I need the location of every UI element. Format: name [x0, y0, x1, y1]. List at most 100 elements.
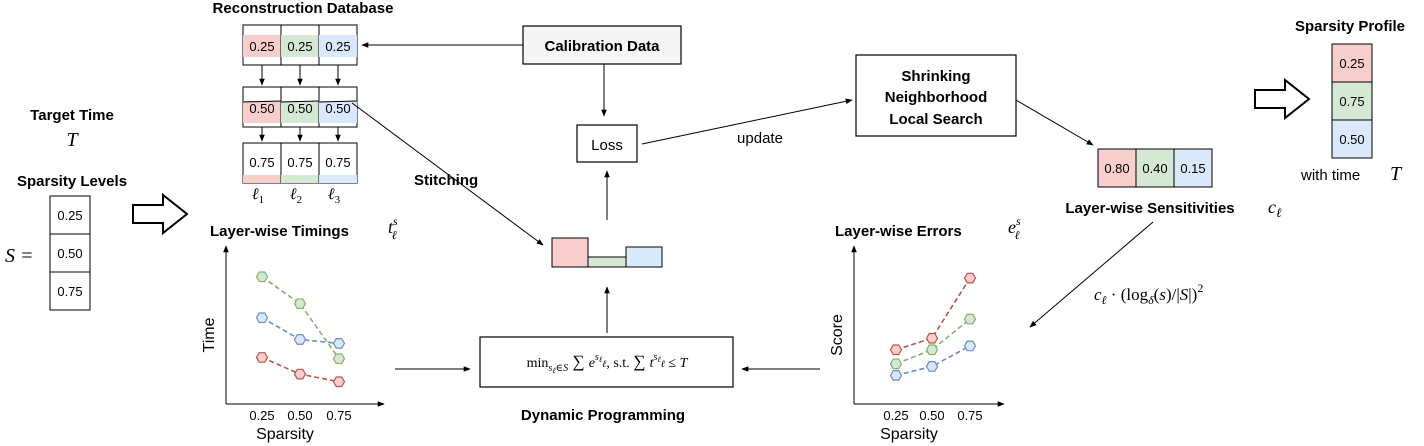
- db-cell-value: 0.50: [287, 101, 312, 116]
- stitched-block-green: [587, 256, 627, 268]
- stack-cell: [1331, 43, 1373, 83]
- db-cell-fill: [243, 101, 281, 123]
- layer-sensitivities-title: Layer-wise Sensitivities: [1065, 200, 1234, 217]
- loss-label: Loss: [591, 137, 623, 154]
- sparsity-profile-title: Sparsity Profile: [1295, 18, 1405, 35]
- x-tick-label: 0.75: [326, 408, 351, 423]
- series-point: [293, 368, 307, 380]
- stack-cell-value: 0.40: [1142, 161, 1167, 176]
- stack-cell-value: 0.80: [1104, 161, 1129, 176]
- db-cell-fill: [243, 175, 281, 183]
- db-cell-value: 0.25: [287, 39, 312, 54]
- series-point: [293, 334, 307, 345]
- db-strike-line: [280, 100, 320, 103]
- sparsity-set-symbol: S =: [5, 245, 34, 267]
- series-point: [925, 332, 939, 344]
- db-cell-value: 0.75: [287, 155, 312, 170]
- series-point: [889, 369, 903, 381]
- db-cell-value: 0.50: [325, 101, 350, 116]
- db-cell-value: 0.75: [325, 155, 350, 170]
- calibration-data-box: [522, 25, 682, 65]
- search-to-sensitivities-arrow: [1015, 99, 1094, 146]
- series-point: [255, 312, 269, 324]
- x-axis-label: Sparsity: [256, 426, 314, 443]
- y-axis-label: Score: [829, 314, 846, 356]
- db-strike-line: [318, 100, 358, 103]
- layer-timings-title: Layer-wise Timings: [210, 223, 349, 240]
- series-point: [255, 352, 269, 363]
- series-line: [895, 345, 971, 377]
- db-cell-value: 0.25: [325, 39, 350, 54]
- levels-input-arrow: [132, 192, 189, 236]
- sensitivity-cells: 0.80 0.40 0.15: [1097, 148, 1213, 188]
- update-arrow: [641, 98, 853, 145]
- stack-cell-value: 0.15: [1180, 161, 1205, 176]
- profile-target-time-symbol: T: [1390, 163, 1403, 185]
- reconstruction-db-grid: 0.25 0.25 0.25 0.50 0.50 0.50 0.75 0.75 0.75: [242, 24, 358, 184]
- target-time-symbol: T: [66, 129, 79, 151]
- dp-box: [479, 336, 734, 388]
- series-point: [925, 361, 939, 372]
- series-point: [332, 376, 346, 388]
- series-point: [332, 337, 346, 349]
- stack-cell: [1173, 148, 1213, 188]
- local-search-box: [855, 54, 1017, 137]
- series-point: [889, 344, 903, 356]
- local-search-line-3: Local Search: [889, 111, 982, 128]
- local-search-line-1: Shrinking: [901, 68, 970, 85]
- stack-cell: [49, 271, 91, 311]
- x-tick-label: 0.75: [957, 408, 982, 423]
- sparsity-levels-cells: 0.25 0.50 0.75: [49, 195, 91, 311]
- db-cell-fill: [281, 175, 319, 183]
- series-point: [963, 313, 977, 325]
- db-cell-fill: [281, 35, 319, 57]
- series-line: [261, 276, 340, 360]
- update-label: update: [737, 130, 783, 147]
- stack-cell-value: 0.25: [57, 208, 82, 223]
- db-strike-line: [242, 100, 282, 103]
- x-tick-label: 0.25: [883, 408, 908, 423]
- layer-label: ℓ3: [328, 186, 341, 206]
- db-cell-value: 0.50: [249, 101, 274, 116]
- layer-errors-title: Layer-wise Errors: [835, 223, 962, 240]
- db-cell-fill: [319, 101, 357, 123]
- dp-formula: minsℓ∈S ∑ esℓℓ, s.t. ∑ tsℓℓ ≤ T: [527, 352, 689, 375]
- local-search-line-2: Neighborhood: [885, 89, 987, 106]
- db-cell-fill: [319, 175, 357, 183]
- series-line: [895, 318, 971, 365]
- series-line: [895, 277, 971, 351]
- x-tick-label: 0.50: [919, 408, 944, 423]
- sensitivity-symbol: cℓ: [1268, 197, 1282, 220]
- layer-label: ℓ2: [290, 186, 302, 206]
- db-cell-value: 0.75: [249, 155, 274, 170]
- series-point: [925, 344, 939, 356]
- sensitivities-to-errors-arrow: [1029, 221, 1154, 328]
- series-point: [889, 358, 903, 370]
- stack-cell-value: 0.75: [57, 284, 82, 299]
- sparsity-profile-cells: 0.250.750.50: [1331, 43, 1373, 159]
- target-time-title: Target Time: [30, 107, 114, 124]
- with-time-label: with time: [1300, 167, 1360, 184]
- db-cell-fill: [281, 101, 319, 123]
- db-cell-value: 0.25: [249, 39, 274, 54]
- profile-output-arrow: [1254, 77, 1311, 121]
- db-cell-fill: [243, 35, 281, 57]
- db-cell-fill: [319, 35, 357, 57]
- stack-cell-value: 0.50: [1339, 132, 1364, 147]
- y-axis-label: Time: [201, 317, 218, 352]
- series-point: [963, 272, 977, 284]
- x-axis-label: Sparsity: [880, 426, 938, 443]
- x-tick-label: 0.50: [287, 408, 312, 423]
- stack-cell-value: 0.50: [57, 246, 82, 261]
- sparsity-levels-title: Sparsity Levels: [17, 173, 127, 190]
- loss-box: [576, 124, 638, 163]
- dp-title: Dynamic Programming: [521, 407, 685, 424]
- stitched-block-red: [551, 237, 589, 268]
- series-point: [963, 340, 977, 352]
